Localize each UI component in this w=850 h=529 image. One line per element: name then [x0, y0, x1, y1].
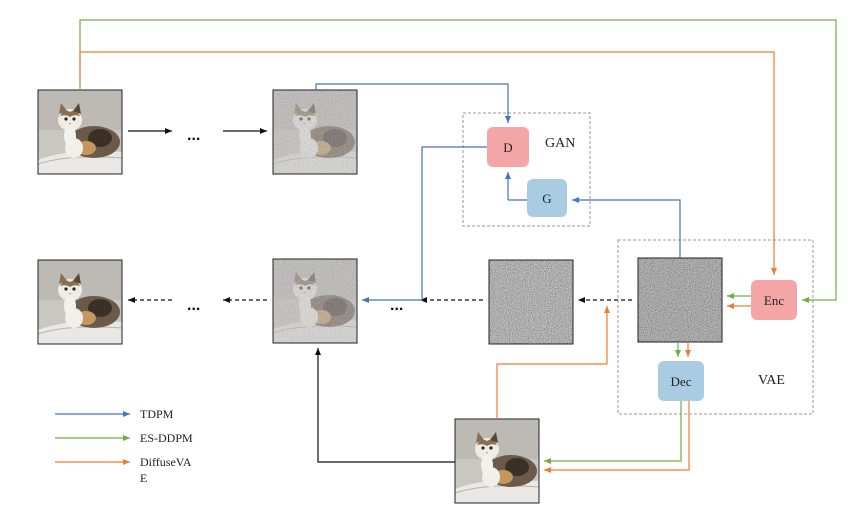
legend-diffusevae-label-2: E — [140, 471, 147, 485]
generator-box: G — [527, 179, 567, 217]
esddpm-top-loop — [79, 19, 837, 303]
recon-to-noisy-arrow — [315, 348, 455, 463]
legend-tdpm-label: TDPM — [140, 407, 174, 421]
vae-group-box — [617, 239, 814, 415]
legend: TDPM ES-DDPM DiffuseVA E — [55, 407, 193, 485]
discriminator-box: D — [487, 127, 529, 167]
clean-cat-image-top — [37, 89, 123, 175]
tdpm-noisy-to-disc — [315, 83, 511, 123]
diffusevae-top-loop — [79, 51, 777, 275]
noisy-cat-image-top — [272, 89, 358, 175]
noisy-cat-image-middle — [272, 258, 358, 344]
latent-noise-image — [637, 257, 723, 343]
generator-label: G — [542, 191, 551, 206]
esddpm-dec-to-recon — [544, 401, 682, 464]
ellipsis-top: ... — [187, 127, 200, 144]
ellipsis-output: ... — [187, 297, 200, 314]
legend-diffusevae-label-1: DiffuseVA — [140, 455, 192, 469]
diffusevae-recon-to-path — [496, 306, 610, 419]
diffusevae-dec-to-recon — [544, 401, 690, 473]
encoder-label: Enc — [764, 293, 784, 308]
clean-cat-image-output — [37, 259, 123, 345]
gan-group-label: GAN — [545, 136, 575, 151]
encoder-box: Enc — [751, 280, 797, 320]
reconstructed-cat-image — [454, 418, 540, 504]
decoder-box: Dec — [658, 361, 704, 401]
pure-noise-image — [488, 259, 574, 345]
tdpm-disc-to-noisy — [362, 146, 487, 303]
decoder-label: Dec — [671, 374, 692, 389]
vae-group-label: VAE — [758, 373, 785, 388]
tdpm-latent-to-gen — [572, 197, 681, 258]
ellipsis-middle: ... — [390, 297, 403, 314]
discriminator-label: D — [503, 140, 512, 155]
legend-esddpm-label: ES-DDPM — [140, 431, 193, 445]
